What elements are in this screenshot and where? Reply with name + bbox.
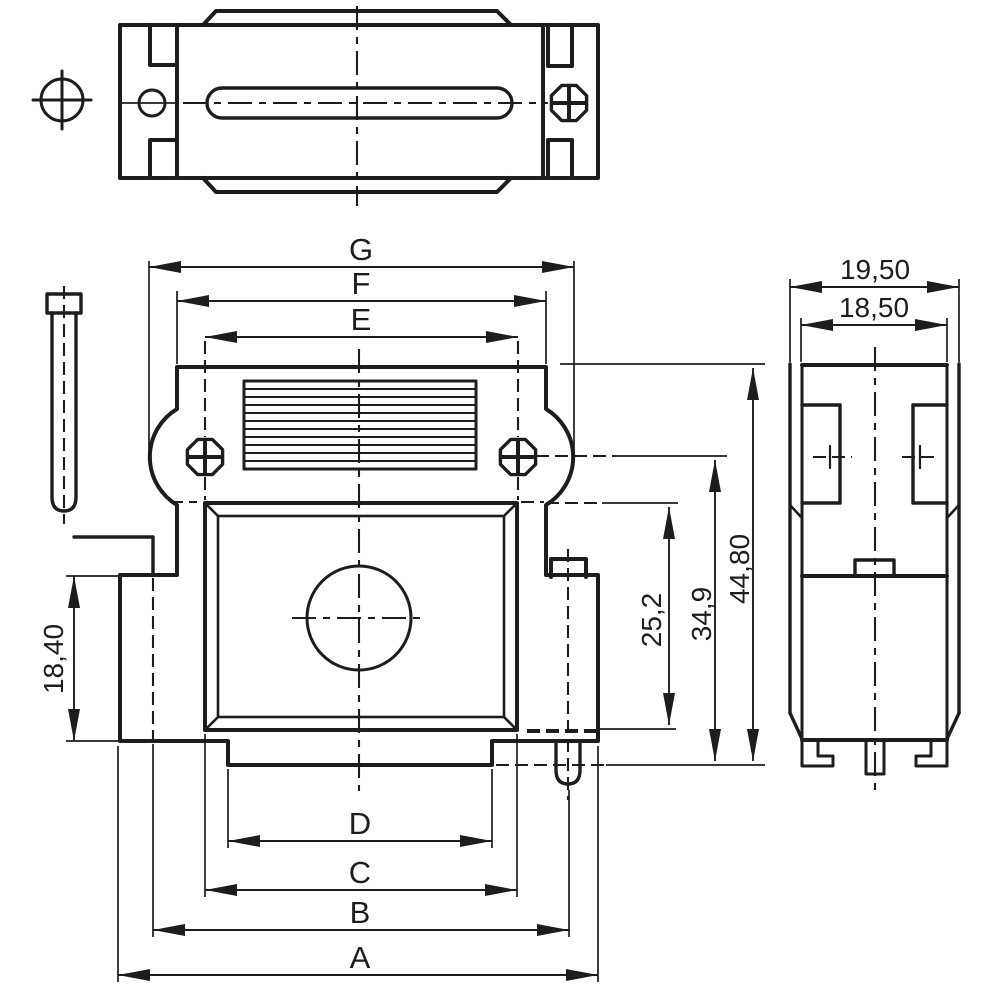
clamp-screw-left — [45, 286, 83, 524]
right-top-notch — [546, 23, 574, 68]
foot-right — [914, 738, 949, 768]
dim-label-34-9: 34,9 — [686, 587, 717, 642]
clamp-arm-left — [72, 535, 155, 577]
screw-axis-marks — [813, 444, 934, 470]
dim-label-d: D — [349, 806, 371, 841]
dim-F: F — [176, 266, 547, 364]
dim-C: C — [204, 734, 518, 897]
dim-label-44-80: 44,80 — [724, 534, 755, 604]
foot-left — [800, 738, 835, 768]
side-notch-right — [911, 403, 949, 505]
dim-G: G — [148, 232, 575, 452]
clamp-screw-right-tip — [554, 549, 582, 800]
dim-E: E — [203, 302, 520, 500]
dim-label-b: B — [350, 895, 371, 930]
dim-label-19-50: 19,50 — [840, 254, 910, 285]
dim-label-18-40: 18,40 — [38, 624, 69, 694]
dim-25-2: 25,2 — [527, 501, 678, 732]
front-view — [45, 286, 600, 800]
connector-insert-block — [203, 501, 519, 732]
side-view — [788, 347, 961, 794]
dim-label-a: A — [350, 940, 371, 975]
dim-B: B — [151, 578, 570, 937]
side-notch-left — [800, 403, 842, 505]
phillips-screw-icon — [549, 83, 589, 123]
phillips-screw-icon — [185, 437, 225, 477]
hood-outline — [118, 365, 600, 767]
dim-34-9: 34,9 — [536, 454, 727, 761]
dim-label-25-2: 25,2 — [636, 593, 667, 648]
left-bottom-notch — [148, 138, 179, 180]
position-symbol-icon — [31, 69, 93, 131]
dim-label-g: G — [349, 232, 373, 267]
phillips-screw-icon — [498, 437, 538, 477]
dim-D: D — [227, 769, 493, 848]
dim-label-18-50: 18,50 — [839, 292, 909, 323]
dim-18-40: 18,40 — [38, 575, 120, 742]
dim-label-e: E — [351, 302, 372, 337]
top-view — [31, 6, 600, 206]
dim-label-c: C — [349, 855, 371, 890]
dim-A: A — [117, 746, 599, 982]
dim-label-f: F — [352, 266, 371, 301]
right-bottom-notch — [546, 138, 574, 180]
dim-19-50: 19,50 — [789, 254, 960, 362]
left-top-notch — [148, 23, 179, 67]
top-view-body — [118, 23, 600, 180]
dim-18-50: 18,50 — [800, 292, 948, 362]
dim-44-80: 44,80 — [496, 363, 765, 767]
dimensions: G F E D C — [38, 232, 960, 982]
